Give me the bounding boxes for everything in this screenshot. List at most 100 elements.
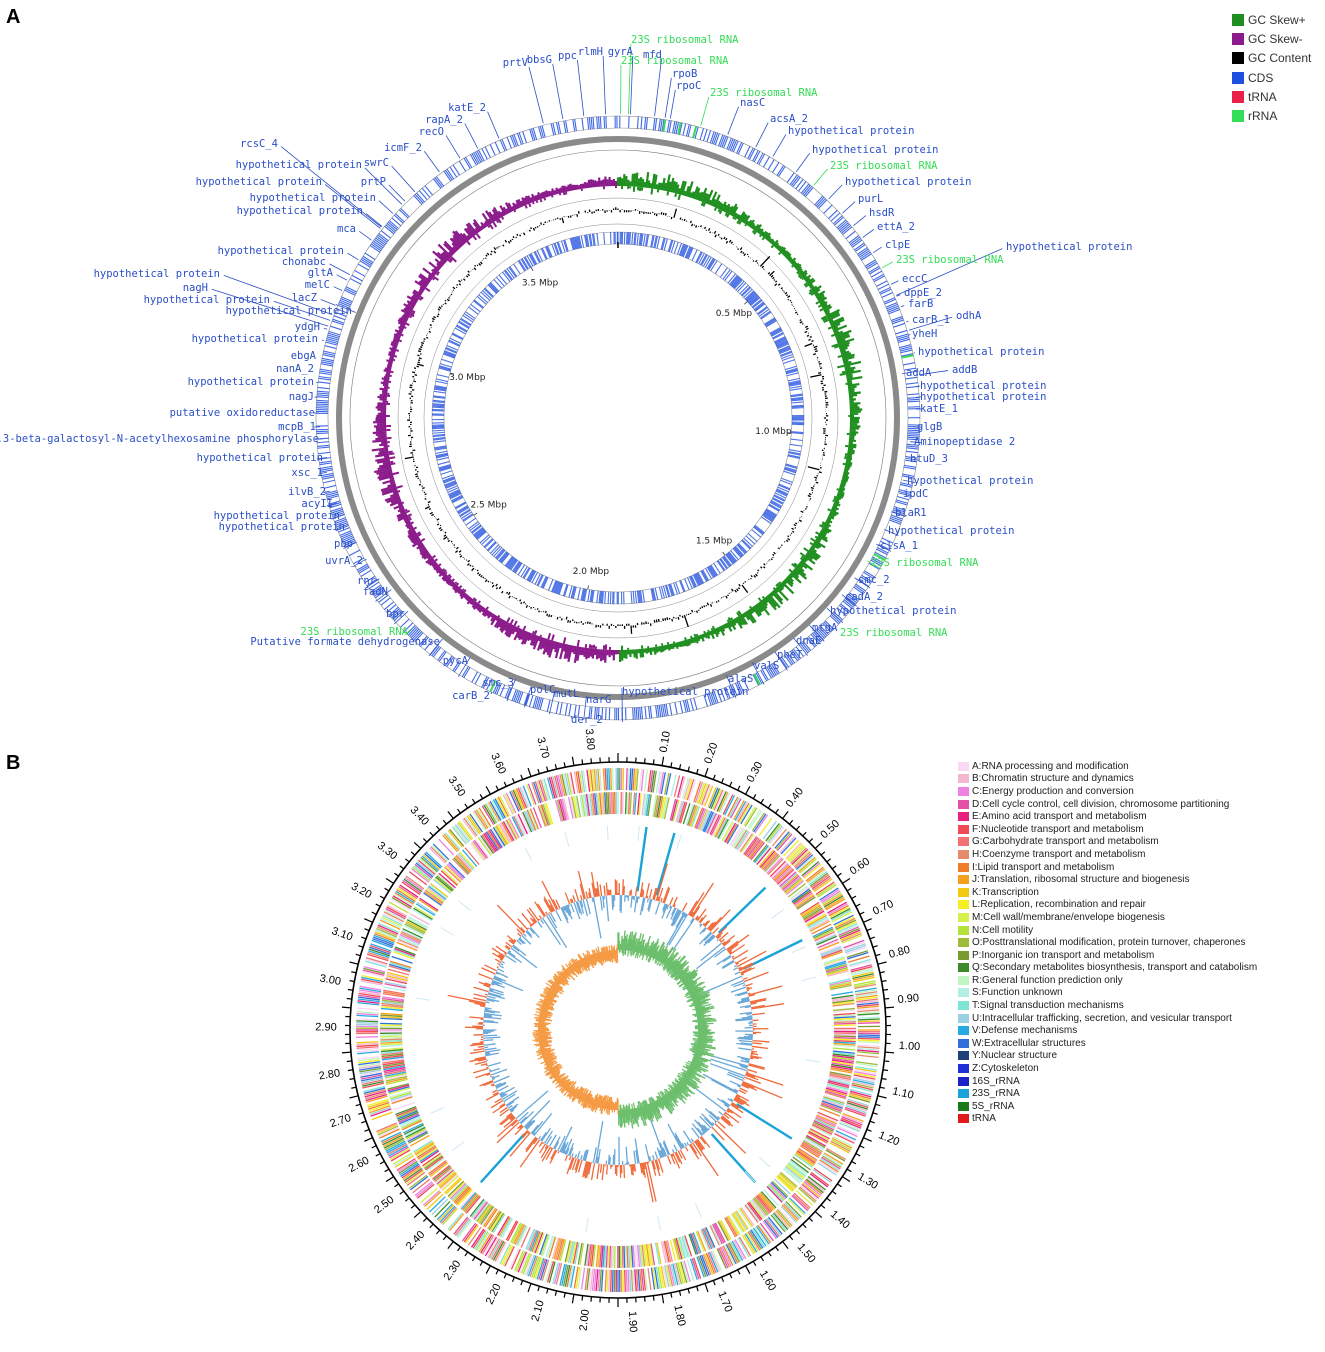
gene-leader-line xyxy=(553,64,563,119)
gene-label: hypothetical protein xyxy=(218,245,344,257)
legend-b-item: K:Transcription xyxy=(958,886,1257,899)
gene-label: rlmH xyxy=(578,46,603,58)
scale-label: 3.0 Mbp xyxy=(449,373,486,383)
scale-label: 0.5 Mbp xyxy=(716,309,753,319)
gene-label: icmF_2 xyxy=(384,142,422,154)
scale-tick xyxy=(832,1191,836,1194)
legend-b-label: S:Function unknown xyxy=(972,987,1063,998)
legend-b-swatch xyxy=(958,875,969,884)
scale-tick xyxy=(885,1007,894,1008)
gene-label: ebgA xyxy=(291,350,317,362)
scale-tick xyxy=(847,1169,851,1172)
scale-tick xyxy=(776,809,779,813)
scale-tick xyxy=(376,1154,380,1156)
gc-content-ring xyxy=(405,207,828,634)
legend-b-label: 16S_rRNA xyxy=(972,1076,1020,1087)
scale-tick-label: 1.00 xyxy=(898,1040,920,1053)
legend-b-label: M:Cell wall/membrane/envelope biogenesis xyxy=(972,912,1165,923)
gene-label: ilvB_2 xyxy=(288,486,326,498)
separator-ring xyxy=(350,150,886,686)
gene-label: mfd xyxy=(643,49,662,61)
scale-tick xyxy=(448,811,454,818)
scale-tick-label: 2.70 xyxy=(329,1112,353,1130)
legend-a-label: GC Skew+ xyxy=(1248,13,1306,27)
legend-b-item: 16S_rRNA xyxy=(958,1075,1257,1088)
scale-tick xyxy=(436,826,439,830)
legend-b-label: Q:Secondary metabolites biosynthesis, tr… xyxy=(972,962,1257,973)
scale-tick xyxy=(803,1224,806,1228)
gene-label: polC xyxy=(530,684,555,696)
gene-label: 23S ribosomal RNA xyxy=(301,626,409,638)
gene-leader-line xyxy=(366,214,382,227)
scale-tick xyxy=(405,1198,409,1201)
legend-b-swatch xyxy=(958,888,969,897)
cds-ring-reverse xyxy=(432,232,804,604)
scale-tick xyxy=(521,1280,523,1285)
gene-label: chonabc xyxy=(282,256,326,268)
gene-label: uvrA_2 xyxy=(325,555,363,567)
scale-tick xyxy=(443,820,446,824)
scale-tick xyxy=(458,1247,461,1251)
scale-tick xyxy=(342,1052,351,1053)
scale-tick xyxy=(738,1270,740,1274)
legend-b-label: E:Amino acid transport and metabolism xyxy=(972,811,1147,822)
scale-tick xyxy=(342,1007,351,1008)
gene-leader-line xyxy=(529,67,543,123)
legend-b-label: N:Cell motility xyxy=(972,925,1033,936)
scale-tick xyxy=(504,782,506,787)
scale-tick xyxy=(356,1104,361,1105)
gene-leader-line xyxy=(379,201,393,214)
scale-tick xyxy=(400,1191,404,1194)
scale-tick xyxy=(472,1257,475,1261)
scale-tick xyxy=(815,1212,822,1218)
gene-label: odhA xyxy=(956,310,982,322)
scale-tick xyxy=(768,804,771,808)
scale-label: 2.5 Mbp xyxy=(470,501,507,511)
scale-tick xyxy=(349,1096,358,1098)
scale-tick xyxy=(875,1104,880,1105)
scale-tick xyxy=(395,873,399,876)
scale-tick xyxy=(430,832,433,836)
legend-b-item: U:Intracellular trafficking, secretion, … xyxy=(958,1012,1257,1025)
scale-tick-label: 2.50 xyxy=(372,1194,396,1216)
gene-label: nanA_2 xyxy=(276,363,314,375)
scale-tick-label: 0.70 xyxy=(871,898,895,918)
gene-leader-line xyxy=(796,153,809,172)
legend-b-label: tRNA xyxy=(972,1113,996,1124)
legend-b-swatch xyxy=(958,1102,969,1111)
legend-b-label: Y:Nuclear structure xyxy=(972,1050,1057,1061)
gene-label: 23S ribosomal RNA xyxy=(621,55,729,67)
scale-tick xyxy=(856,904,860,906)
gene-label: hypothetical protein xyxy=(830,605,956,617)
legend-b-swatch xyxy=(958,762,969,771)
gene-label: ettA_2 xyxy=(877,221,915,233)
gene-label: ppc xyxy=(558,50,577,62)
panel-letter-b: B xyxy=(6,752,20,775)
scale-tick xyxy=(878,962,887,964)
gene-label: Aminopeptidase 2 xyxy=(914,436,1015,448)
legend-b-item: Z:Cytoskeleton xyxy=(958,1062,1257,1075)
gene-label: clpE xyxy=(885,239,910,251)
scale-tick xyxy=(465,1252,468,1256)
scale-tick-label: 2.00 xyxy=(578,1309,592,1332)
scale-tick xyxy=(863,919,871,923)
scale-tick xyxy=(582,1296,583,1301)
scale-tick xyxy=(385,888,389,891)
scale-tick xyxy=(796,826,799,830)
scale-tick xyxy=(538,1286,539,1291)
legend-b-swatch xyxy=(958,1014,969,1023)
gene-label: purL xyxy=(858,193,883,205)
scale-tick xyxy=(350,1078,355,1079)
scale-tick xyxy=(351,1087,356,1088)
scale-tick xyxy=(746,1266,750,1274)
legend-b-label: J:Translation, ribosomal structure and b… xyxy=(972,874,1190,885)
scale-tick xyxy=(504,1274,506,1279)
scale-tick-label: 0.80 xyxy=(888,944,912,961)
scale-tick xyxy=(776,1247,779,1251)
legend-b-item: 23S_rRNA xyxy=(958,1087,1257,1100)
scale-tick-label: 1.70 xyxy=(715,1290,734,1314)
legend-a-item: GC Content xyxy=(1232,49,1311,68)
gene-leader-line xyxy=(906,321,908,322)
gene-label: der_2 xyxy=(571,714,603,726)
